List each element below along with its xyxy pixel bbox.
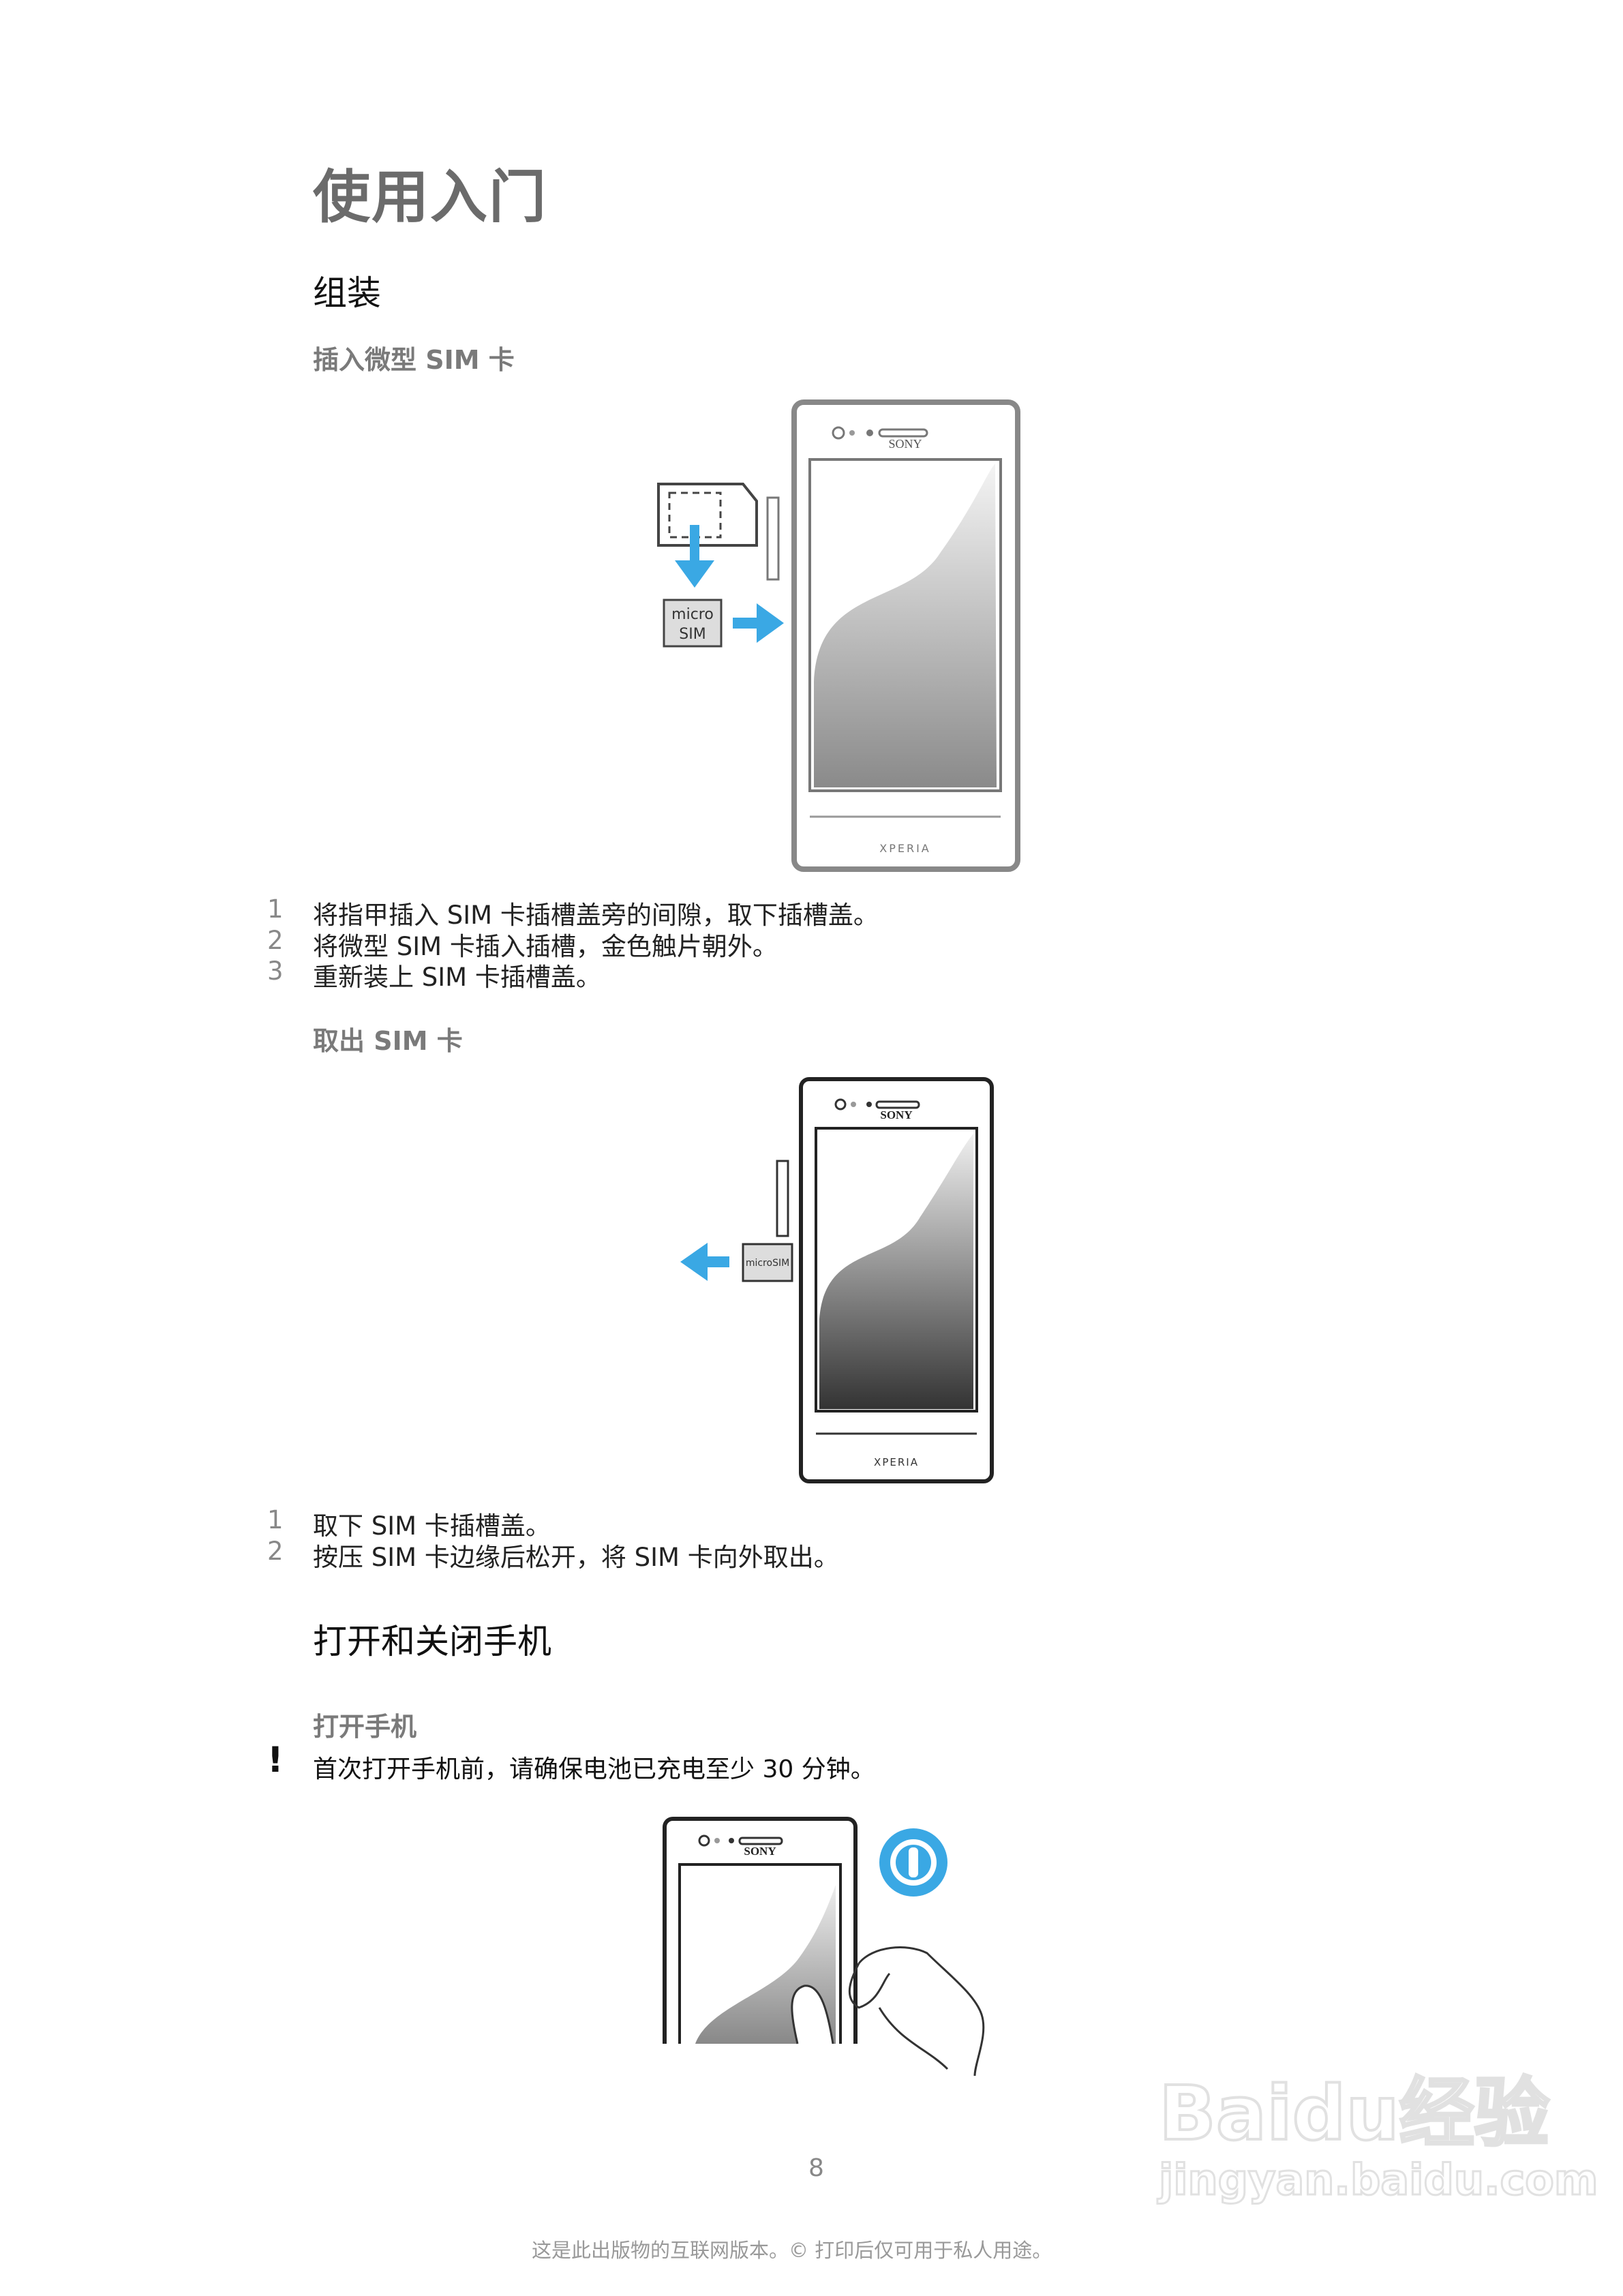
micro-sim-label-2: SIM [679,626,706,643]
micro-sim-card [663,599,723,648]
watermark-line2: jingyan.baidu.com [1157,2154,1598,2206]
hand-illustration [848,1946,985,2076]
brand-label: SONY [888,437,922,451]
micro-sim-label: microSIM [746,1258,789,1269]
step-number: 1 [267,1505,284,1535]
finger-illustration [791,1984,834,2044]
step-number: 3 [267,956,284,986]
figure-power-on: SONY [663,1817,985,2076]
sim-card-outline [657,483,758,547]
model-label: XPERIA [874,1456,919,1468]
step-number: 1 [267,894,284,924]
step-text: 将指甲插入 SIM 卡插槽盖旁的间隙，取下插槽盖。 [313,901,879,930]
arrow-right-icon [757,603,784,643]
step-text: 按压 SIM 卡边缘后松开，将 SIM 卡向外取出。 [313,1543,839,1572]
warning-text: 首次打开手机前，请确保电池已充电至少 30 分钟。 [313,1755,875,1783]
power-icon [879,1828,947,1897]
step-number: 2 [267,926,284,955]
step-text: 取下 SIM 卡插槽盖。 [313,1511,551,1541]
baidu-watermark: Baidu经验 jingyan.baidu.com [1157,2070,1599,2206]
phone-illustration: SONY XPERIA [766,399,1020,872]
arrow-down-icon [675,560,714,588]
page-number: 8 [808,2154,824,2182]
brand-label: SONY [744,1845,776,1858]
page-title: 使用入门 [313,164,548,230]
step-number: 2 [267,1537,284,1566]
figure-remove-sim: SONY XPERIA microSIM [680,1077,994,1483]
arrow-left-icon [680,1243,708,1281]
brand-label: SONY [880,1108,912,1121]
subheading-turn-on: 打开手机 [313,1712,417,1742]
section-heading-assembly: 组装 [313,273,381,313]
micro-sim-card [742,1243,793,1282]
section-heading-power: 打开和关闭手机 [313,1622,551,1661]
micro-sim-label: micro [671,606,714,623]
step-text: 重新装上 SIM 卡插槽盖。 [313,963,601,992]
step-text: 将微型 SIM 卡插入插槽，金色触片朝外。 [313,932,778,961]
figure-insert-sim: SONY XPERIA micro SIM [657,399,1020,872]
exclamation-icon: ! [267,1740,284,1781]
subheading-insert-sim: 插入微型 SIM 卡 [313,345,515,375]
watermark-line1: Baidu经验 [1157,2070,1551,2157]
model-label: XPERIA [879,842,931,855]
footer-text: 这是此出版物的互联网版本。© 打印后仅可用于私人用途。 [532,2239,1052,2262]
subheading-remove-sim: 取出 SIM 卡 [313,1026,463,1056]
